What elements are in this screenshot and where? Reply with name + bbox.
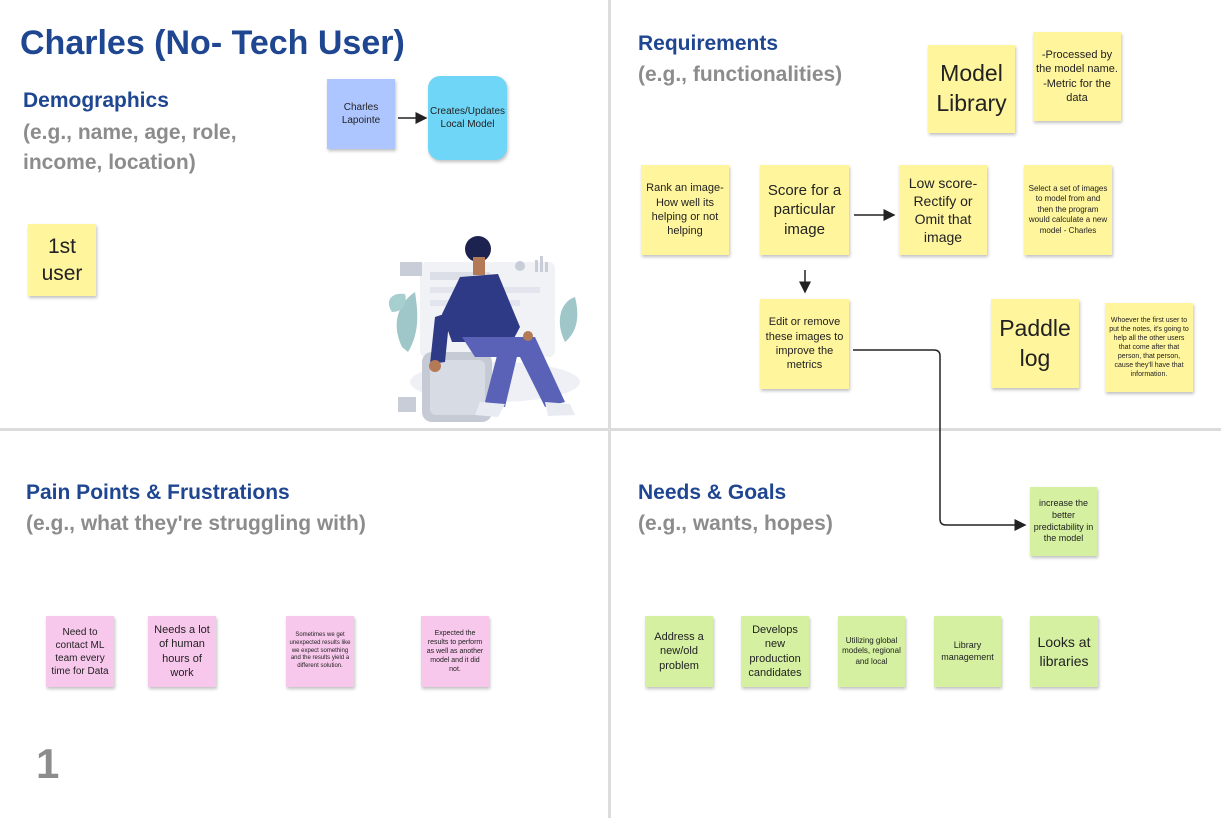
sticky-increase-predictability[interactable]: increase the better predictability in th… bbox=[1030, 487, 1097, 556]
person-sitting-illustration bbox=[388, 236, 580, 422]
sticky-edit-remove-images[interactable]: Edit or remove these images to improve t… bbox=[760, 299, 849, 389]
demographics-heading: Demographics bbox=[23, 89, 169, 112]
sticky-model-library[interactable]: Model Library bbox=[928, 45, 1015, 133]
persona-title: Charles (No- Tech User) bbox=[20, 24, 405, 62]
sticky-contact-ml-team[interactable]: Need to contact ML team every time for D… bbox=[46, 616, 114, 687]
box-creates-updates-local-model[interactable]: Creates/Updates Local Model bbox=[428, 76, 507, 160]
demographics-sub-2: income, location) bbox=[23, 151, 196, 174]
sticky-utilizing-global-models[interactable]: Utilizing global models, regional and lo… bbox=[838, 616, 905, 687]
sticky-human-hours[interactable]: Needs a lot of human hours of work bbox=[148, 616, 216, 687]
sticky-low-score[interactable]: Low score- Rectify or Omit that image bbox=[899, 165, 987, 255]
sticky-rank-image[interactable]: Rank an image- How well its helping or n… bbox=[641, 165, 729, 255]
sticky-address-problem[interactable]: Address a new/old problem bbox=[645, 616, 713, 687]
demographics-sub-1: (e.g., name, age, role, bbox=[23, 121, 237, 144]
horizontal-divider bbox=[0, 428, 1221, 431]
pain-points-sub: (e.g., what they're struggling with) bbox=[26, 512, 366, 535]
page-number: 1 bbox=[36, 740, 60, 787]
sticky-develops-candidates[interactable]: Develops new production candidates bbox=[741, 616, 809, 687]
sticky-first-user[interactable]: 1st user bbox=[28, 224, 96, 296]
sticky-unexpected-results[interactable]: Sometimes we get unexpected results like… bbox=[286, 616, 354, 687]
vertical-divider bbox=[608, 0, 611, 818]
arrow-edit-to-predictability bbox=[853, 349, 1027, 531]
sticky-charles-lapointe[interactable]: Charles Lapointe bbox=[327, 79, 395, 149]
needs-goals-sub: (e.g., wants, hopes) bbox=[638, 512, 833, 535]
needs-goals-heading: Needs & Goals bbox=[638, 481, 787, 504]
sticky-looks-at-libraries[interactable]: Looks at libraries bbox=[1030, 616, 1098, 687]
sticky-whoever-first-user[interactable]: Whoever the first user to put the notes,… bbox=[1105, 303, 1193, 392]
sticky-score-image[interactable]: Score for a particular image bbox=[760, 165, 849, 255]
requirements-sub: (e.g., functionalities) bbox=[638, 63, 843, 86]
sticky-library-management[interactable]: Library management bbox=[934, 616, 1001, 687]
sticky-expected-results[interactable]: Expected the results to perform as well … bbox=[421, 616, 489, 687]
sticky-processed-by-model[interactable]: -Processed by the model name. -Metric fo… bbox=[1033, 32, 1121, 121]
sticky-select-set[interactable]: Select a set of images to model from and… bbox=[1024, 165, 1112, 255]
requirements-heading: Requirements bbox=[638, 32, 779, 55]
pain-points-heading: Pain Points & Frustrations bbox=[26, 481, 290, 504]
sticky-paddle-log[interactable]: Paddle log bbox=[991, 299, 1079, 388]
